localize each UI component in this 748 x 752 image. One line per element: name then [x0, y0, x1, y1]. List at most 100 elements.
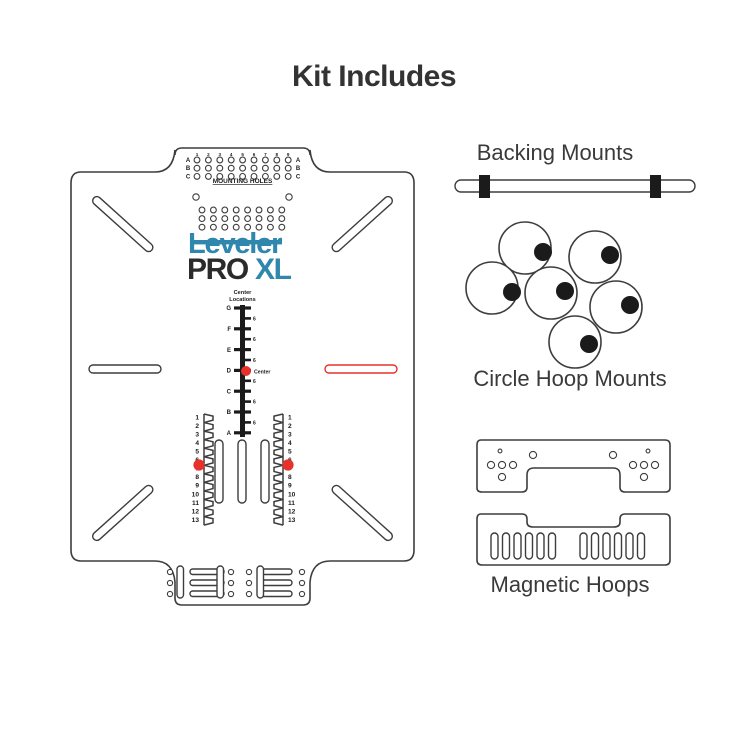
center-marker-label: Center	[254, 370, 270, 376]
scale-major-tick	[234, 410, 251, 414]
hole	[166, 568, 174, 576]
mounting-holes-label: MOUNTING HOLES	[213, 178, 273, 185]
scale-major-label: G	[226, 306, 231, 312]
ruler-label: 10	[192, 491, 200, 498]
hole	[216, 172, 224, 180]
hole	[250, 156, 258, 164]
hole	[497, 472, 507, 482]
hole	[497, 448, 503, 454]
ruler-label: 12	[288, 508, 296, 515]
row-label: A	[186, 158, 191, 164]
hole	[166, 590, 174, 598]
row-label: A	[296, 158, 301, 164]
backing-mount-block	[650, 175, 661, 198]
hole	[284, 172, 292, 180]
ruler-label: 12	[192, 508, 200, 515]
scale-major-label: A	[227, 431, 232, 437]
hole	[245, 590, 253, 598]
hole	[273, 156, 281, 164]
hole	[232, 215, 240, 223]
hole	[221, 215, 229, 223]
diagonal-slot-bottom-right	[331, 484, 394, 542]
center-marker-dot	[241, 366, 251, 376]
hole	[250, 164, 258, 172]
hole	[497, 460, 507, 470]
ruler-label: 9	[288, 483, 292, 490]
vertical-slot	[214, 439, 224, 504]
hole	[508, 460, 518, 470]
hole	[278, 223, 286, 231]
row-label: B	[296, 166, 301, 172]
hole	[284, 156, 292, 164]
ruler-label: 3	[195, 431, 199, 438]
hole	[204, 172, 212, 180]
hole	[216, 164, 224, 172]
scale-major-tick	[234, 306, 251, 310]
comb-slot	[524, 532, 534, 560]
hole	[273, 172, 281, 180]
hole	[232, 206, 240, 214]
column-tick: 9	[287, 152, 290, 157]
hole	[221, 206, 229, 214]
hole	[204, 164, 212, 172]
comb-slot	[513, 532, 522, 560]
comb-slot	[490, 532, 499, 560]
vertical-slot	[260, 439, 270, 504]
scale-major-label: D	[227, 369, 232, 375]
hole	[198, 206, 206, 214]
ruler-label: 5	[288, 449, 292, 456]
diagonal-slot-bottom-left	[91, 484, 154, 542]
hole	[244, 206, 252, 214]
caption-backing-mounts: Backing Mounts	[476, 140, 634, 165]
comb-slot	[613, 532, 623, 560]
ruler-label: 10	[288, 491, 296, 498]
diagonal-slot-top-right	[331, 195, 394, 253]
scale-minor-tick	[240, 400, 251, 403]
hole	[204, 156, 212, 164]
bottom-slot-cluster	[166, 565, 306, 599]
scale-minor-label: 6	[253, 400, 256, 406]
logo-crossbar	[190, 240, 282, 245]
scale-minor-tick	[240, 317, 251, 320]
hole	[166, 579, 174, 587]
ruler-label: 13	[288, 517, 296, 524]
horizontal-slot-left	[88, 364, 162, 374]
circle-hoop-mount	[548, 315, 602, 369]
hole	[192, 193, 200, 201]
ruler-label: 8	[288, 474, 292, 481]
column-tick: 6	[253, 152, 256, 157]
hole	[284, 164, 292, 172]
hole	[198, 215, 206, 223]
comb-slot	[590, 532, 600, 560]
row-label: C	[296, 174, 301, 180]
hole	[639, 472, 649, 482]
logo-xl: XL	[255, 253, 292, 286]
ruler-label: 11	[288, 500, 295, 507]
hole	[650, 460, 660, 470]
ruler-label: 2	[195, 423, 199, 430]
hole	[227, 590, 235, 598]
ruler-comb	[203, 413, 214, 526]
comb-slot	[579, 532, 588, 560]
circle-hoop-mount	[568, 230, 622, 284]
hole	[261, 164, 269, 172]
scale-minor-label: 6	[253, 420, 256, 426]
ruler-label: 13	[192, 517, 200, 524]
scale-minor-tick	[240, 421, 251, 424]
comb-slot	[501, 532, 511, 560]
scale-minor-tick	[240, 358, 251, 362]
hole	[278, 206, 286, 214]
row-label: B	[186, 166, 191, 172]
hole	[266, 206, 274, 214]
hole	[221, 223, 229, 231]
scale-minor-tick	[240, 379, 251, 383]
diagonal-slot-top-left	[91, 195, 154, 253]
hole	[261, 156, 269, 164]
hole	[227, 568, 235, 576]
scale-minor-label: 6	[253, 316, 256, 322]
hole	[216, 156, 224, 164]
hole	[528, 450, 538, 460]
brand-logo: Leveler PRO XL	[187, 228, 293, 286]
hole	[298, 590, 306, 598]
